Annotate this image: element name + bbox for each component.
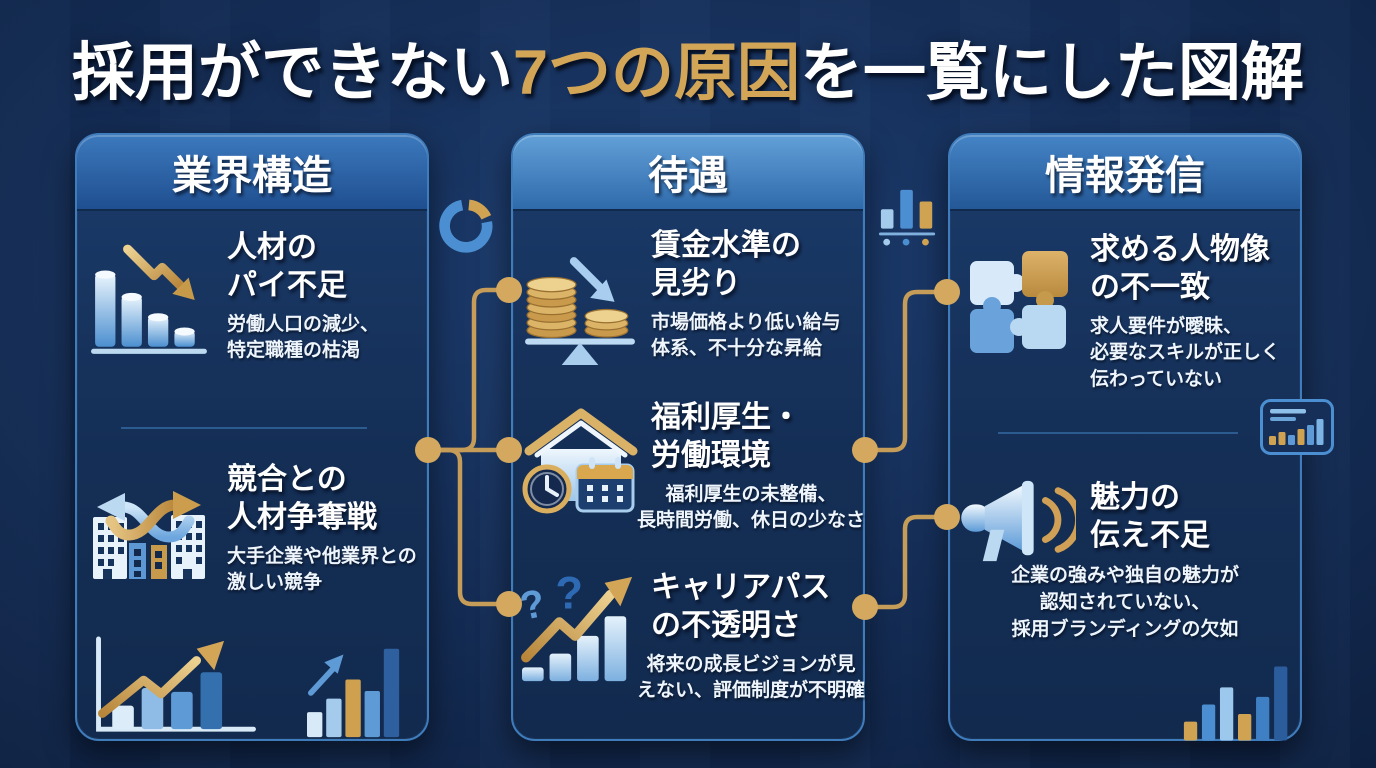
buildings-swap-icon <box>93 491 205 579</box>
item-desc: 大手企業や他業界との 激しい競争 <box>227 545 417 594</box>
cause-item-wage-level: 賃金水準の 見劣り 市場価格より低い給与 体系、不十分な昇給 <box>519 227 865 365</box>
item-heading: 競合との 人材争奪戦 <box>227 463 377 534</box>
column-header-information: 情報発信 <box>950 135 1300 211</box>
bars-growth-icon <box>307 648 400 738</box>
house-clock-calendar-icon <box>522 408 638 514</box>
coins-balance-icon <box>525 257 635 365</box>
item-heading: 魅力の 伝え不足 <box>1090 481 1210 552</box>
cause-item-appeal-shortage: 魅力の 伝え不足 <box>960 473 1300 562</box>
cause-item-persona-mismatch: 求める人物像 の不一致 求人要件が曖昧、 必要なスキルが正しく 伝わっていない <box>964 231 1300 393</box>
svg-text:?: ? <box>555 573 583 618</box>
item-text: 求める人物像 の不一致 求人要件が曖昧、 必要なスキルが正しく 伝わっていない <box>1090 231 1300 393</box>
cause-item-talent-shortage: 人材の パイ不足 労働人口の減少、 特定職種の枯渇 <box>87 229 427 365</box>
item-heading: 求める人物像 の不一致 <box>1090 233 1270 304</box>
item-text: 競合との 人材争奪戦 大手企業や他業界との 激しい競争 <box>227 461 427 597</box>
item-text: キャリアパス の不透明さ 将来の成長ビジョンが見 えない、評価制度が不明確 <box>637 569 865 705</box>
item-heading: 福利厚生・ 労働環境 <box>651 401 801 472</box>
title-pre: 採用ができない <box>71 38 513 108</box>
column-body-industry: 人材の パイ不足 労働人口の減少、 特定職種の枯渇 <box>77 211 427 741</box>
corner-bars-icon <box>1183 666 1288 741</box>
divider <box>998 432 1238 434</box>
declining-bars-icon <box>91 244 207 354</box>
item-desc: 福利厚生の未整備、 長時間労働、休日の少なさ <box>637 483 866 532</box>
column-header-industry: 業界構造 <box>77 135 427 211</box>
item-text: 福利厚生・ 労働環境 福利厚生の未整備、 長時間労働、休日の少なさ <box>637 399 865 535</box>
column-body-treatment: 賃金水準の 見劣り 市場価格より低い給与 体系、不十分な昇給 <box>513 211 865 741</box>
item-desc: 市場価格より低い給与 体系、不十分な昇給 <box>651 311 841 360</box>
svg-text:?: ? <box>519 581 549 629</box>
item-desc: 求人要件が曖昧、 必要なスキルが正しく 伝わっていない <box>1090 315 1281 390</box>
title-highlight: 7つの原因 <box>512 38 801 108</box>
column-card-information: 情報発信 求める人物像 の不一致 求人要件が曖昧、 必要なスキルが正しく 伝わっ… <box>948 133 1302 741</box>
item-heading: 賃金水準の 見劣り <box>651 229 801 300</box>
item-heading: 人材の パイ不足 <box>227 231 347 302</box>
item-text: 賃金水準の 見劣り 市場価格より低い給与 体系、不十分な昇給 <box>651 227 865 363</box>
cause-item-talent-war: 競合との 人材争奪戦 大手企業や他業界との 激しい競争 <box>87 461 427 597</box>
chart-card-icon <box>1260 399 1334 455</box>
column-header-label: 情報発信 <box>1045 154 1205 198</box>
item-heading: キャリアパス の不透明さ <box>651 571 831 642</box>
column-header-label: 待遇 <box>648 154 728 198</box>
mini-bar-chart-icon <box>878 189 936 246</box>
column-card-treatment: 待遇 賃金水 <box>511 133 865 741</box>
item-desc: 企業の強みや独自の魅力が 認知されていない、 採用ブランディングの欠如 <box>1010 565 1239 640</box>
item-text: 魅力の 伝え不足 <box>1090 479 1300 555</box>
column-header-treatment: 待遇 <box>513 135 863 211</box>
column-body-information: 求める人物像 の不一致 求人要件が曖昧、 必要なスキルが正しく 伝わっていない … <box>950 211 1300 741</box>
item-desc: 将来の成長ビジョンが見 えない、評価制度が不明確 <box>637 653 866 702</box>
divider <box>121 427 367 429</box>
puzzle-icon <box>970 251 1068 353</box>
item-text: 人材の パイ不足 労働人口の減少、 特定職種の枯渇 <box>227 229 427 365</box>
item-desc: 労働人口の減少、 特定職種の枯渇 <box>227 313 380 362</box>
column-header-label: 業界構造 <box>172 154 332 198</box>
line-chart-icon <box>96 636 256 732</box>
question-growth-icon: ? ? <box>519 573 633 682</box>
megaphone-icon <box>961 480 1076 562</box>
column-card-industry: 業界構造 人材の パイ不足 労 <box>75 133 429 741</box>
cause-item-career-path: ? ? キャリアパス の不透明さ 将来の成長ビジョンが見 えない、評価制度が不明… <box>519 569 865 705</box>
cause-item-welfare-environment: 福利厚生・ 労働環境 福利厚生の未整備、 長時間労働、休日の少なさ <box>519 399 865 535</box>
page-title: 採用ができない7つの原因を一覧にした図解 <box>0 22 1376 113</box>
donut-chart-icon <box>439 199 493 253</box>
title-post: を一覧にした図解 <box>800 38 1305 108</box>
